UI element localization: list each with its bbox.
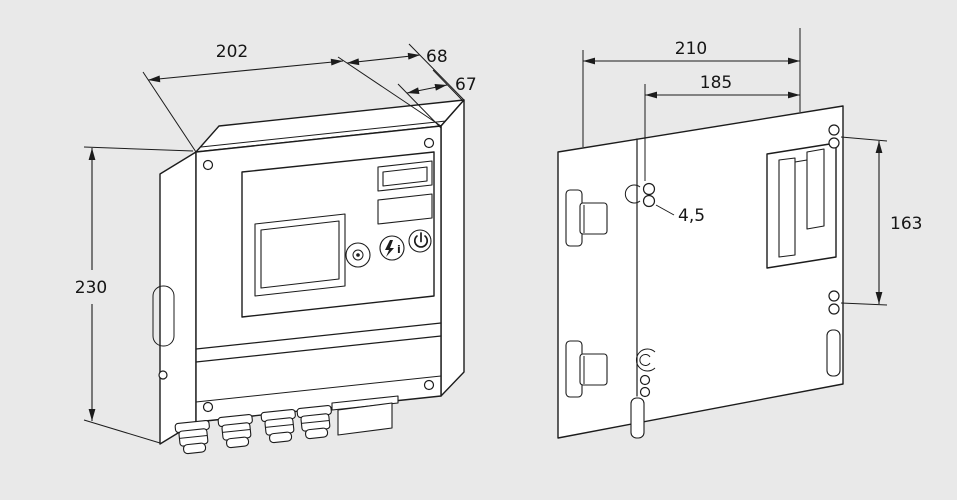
corner-hole-bottom-right-upper xyxy=(828,290,840,302)
info-letter-icon: i xyxy=(397,243,401,256)
dim-label-depth-upper: 68 xyxy=(426,47,448,67)
dim-label-hole-diameter: 4,5 xyxy=(678,206,705,226)
corner-screw-bottom-left xyxy=(202,401,214,413)
front-isometric-view: i xyxy=(152,99,465,455)
hanging-slot xyxy=(766,142,837,269)
slot-bottom-left xyxy=(630,397,645,439)
dimension-depth-67: 67 xyxy=(397,69,477,129)
reset-button-ring xyxy=(352,249,364,261)
dimension-width-202: 202 xyxy=(142,42,442,153)
housing-seam-line-upper xyxy=(195,322,442,350)
cable-gland-2 xyxy=(217,413,253,449)
extension-line xyxy=(397,83,442,129)
display-top-screen xyxy=(382,166,428,187)
extension-line xyxy=(142,71,197,153)
extension-line xyxy=(432,69,465,103)
mounting-hole-4-5-upper xyxy=(642,182,656,196)
dimension-height-230: 230 xyxy=(75,146,194,444)
dim-label-rear-width: 210 xyxy=(675,39,707,59)
reset-button-dot xyxy=(356,253,360,257)
dim-label-hole-spacing-v: 163 xyxy=(890,214,922,234)
dimension-line xyxy=(346,52,421,66)
info-button: i xyxy=(379,235,405,261)
display-mid-window xyxy=(377,193,433,225)
dimension-hole-spacing-185: 185 xyxy=(644,73,800,181)
corner-hole-top-right-lower xyxy=(828,137,840,149)
extension-line xyxy=(840,302,888,306)
device-left-face xyxy=(159,151,197,445)
dimension-hole-diameter-4-5: 4,5 xyxy=(655,204,705,226)
retaining-clip-bottom xyxy=(636,348,656,372)
retaining-clip-bottom-inner xyxy=(639,354,651,366)
display-large-screen xyxy=(260,220,340,289)
cable-gland-3 xyxy=(260,408,296,444)
dim-label-height: 230 xyxy=(75,278,107,298)
dimension-line xyxy=(406,84,448,94)
dimension-depth-68: 68 xyxy=(346,43,465,101)
hanging-slot-left-bar xyxy=(778,157,796,258)
mounting-hole-4-5-lower xyxy=(642,194,656,208)
dimension-hole-spacing-163: 163 xyxy=(840,136,922,306)
leader-line xyxy=(655,204,675,216)
cable-gland-1 xyxy=(174,419,210,455)
power-button xyxy=(408,229,432,253)
retaining-clip-top xyxy=(624,184,641,204)
corner-hole-top-right-upper xyxy=(828,124,840,136)
bottom-connector-block xyxy=(331,395,399,436)
dim-label-hole-spacing-h: 185 xyxy=(700,73,732,93)
extension-line xyxy=(840,136,888,142)
mounting-hook-bottom xyxy=(565,340,608,398)
dim-label-depth-lower: 67 xyxy=(455,75,477,95)
hole-bottom-left-lower xyxy=(639,386,651,398)
dimension-line xyxy=(147,58,344,83)
slot-bottom-right xyxy=(826,329,841,377)
top-face-seam-line xyxy=(200,120,447,148)
side-vent-slot xyxy=(152,285,175,347)
device-right-edge-face xyxy=(440,99,465,397)
rear-view xyxy=(557,105,844,439)
dimension-width-210: 210 xyxy=(582,28,801,147)
hanging-slot-right-bar xyxy=(806,148,825,230)
extension-line xyxy=(337,56,442,127)
corner-screw-bottom-right xyxy=(423,379,435,391)
cable-gland-4 xyxy=(296,404,332,440)
corner-screw-top-left xyxy=(202,159,214,171)
side-screw xyxy=(158,370,168,380)
corner-hole-bottom-right-lower xyxy=(828,303,840,315)
flash-icon xyxy=(385,240,394,257)
extension-line xyxy=(83,146,194,152)
dim-label-width: 202 xyxy=(216,42,248,62)
housing-seam-line-lower xyxy=(195,335,442,363)
power-icon xyxy=(413,232,429,248)
housing-seam-line-bottom xyxy=(195,375,442,403)
reset-button xyxy=(345,242,371,268)
extension-line xyxy=(83,419,161,444)
hole-bottom-left-upper xyxy=(639,374,651,386)
corner-screw-top-right xyxy=(423,137,435,149)
mounting-hook-top xyxy=(565,189,608,247)
